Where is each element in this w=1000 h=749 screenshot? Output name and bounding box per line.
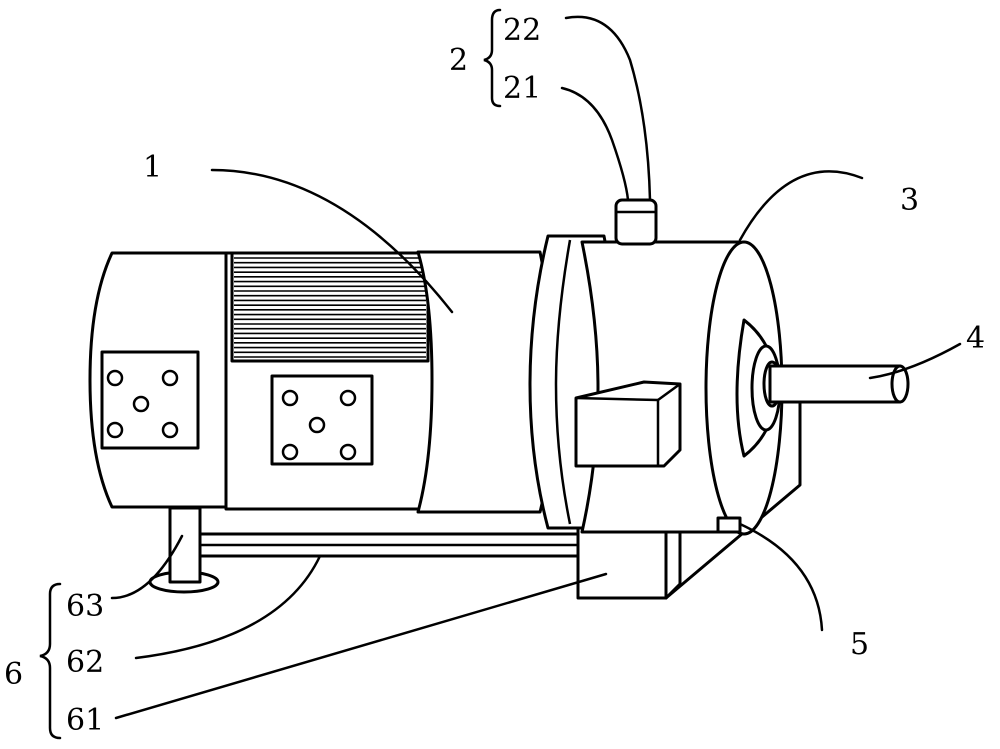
output-shaft (768, 364, 910, 404)
label-4: 4 (966, 321, 985, 356)
label-5: 5 (850, 627, 869, 662)
bottom-fitting (716, 516, 742, 534)
rear-terminal-plate (100, 350, 200, 450)
cooling-fins (230, 251, 430, 363)
support-block-top (574, 380, 682, 468)
label-6: 6 (4, 657, 23, 692)
fin-lines (234, 257, 426, 358)
label-61: 61 (66, 703, 104, 738)
label-63: 63 (66, 589, 104, 624)
label-3: 3 (900, 183, 919, 218)
label-2: 2 (449, 43, 468, 78)
brace-6 (39, 582, 62, 740)
side-terminal-plate (270, 374, 374, 466)
label-22: 22 (503, 13, 541, 48)
support-leg (168, 506, 202, 584)
brace-2 (483, 8, 502, 108)
label-21: 21 (503, 71, 541, 106)
label-62: 62 (66, 645, 104, 680)
leader-lines (110, 15, 962, 720)
label-1: 1 (143, 150, 162, 185)
top-fitting (614, 198, 658, 246)
